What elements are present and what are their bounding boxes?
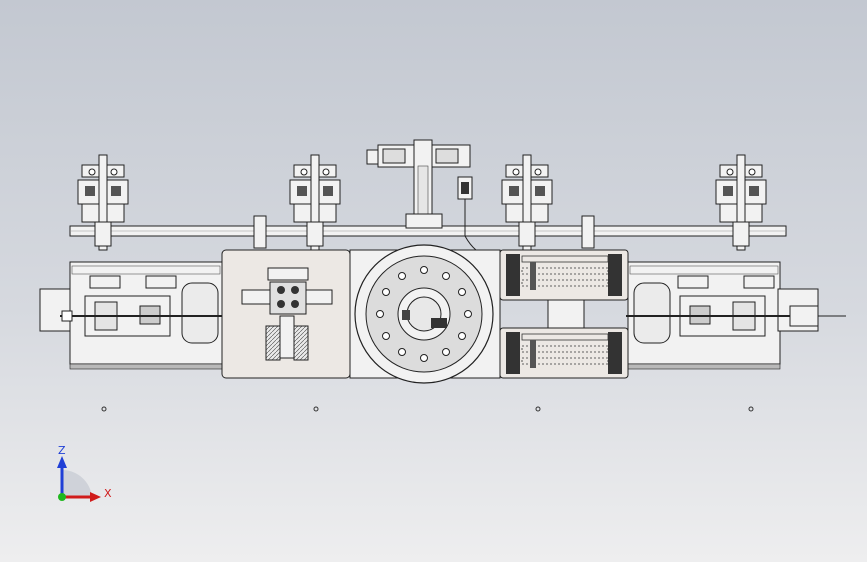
clamp-assembly-1	[77, 154, 129, 251]
left-actuator	[60, 275, 225, 337]
right-actuator	[626, 275, 846, 337]
gripper-plate	[221, 249, 351, 379]
valve-block-upper	[499, 249, 629, 301]
z-axis-label: Z	[58, 444, 66, 457]
z-axis-arrowhead	[57, 456, 67, 468]
valve-spacer	[547, 299, 585, 329]
x-axis-arrowhead	[90, 492, 101, 502]
rotary-flange	[349, 244, 501, 384]
triad-quarter-plane	[62, 469, 92, 497]
rod-brackets	[253, 215, 595, 249]
clamp-assembly-4	[715, 154, 767, 251]
center-column	[366, 139, 477, 251]
orientation-triad: Z X	[57, 444, 112, 502]
clamp-assembly-3	[501, 154, 553, 251]
triad-origin	[58, 493, 66, 501]
valve-block-lower	[499, 327, 629, 379]
foot-markers	[101, 406, 754, 412]
x-axis-label: X	[104, 487, 112, 500]
